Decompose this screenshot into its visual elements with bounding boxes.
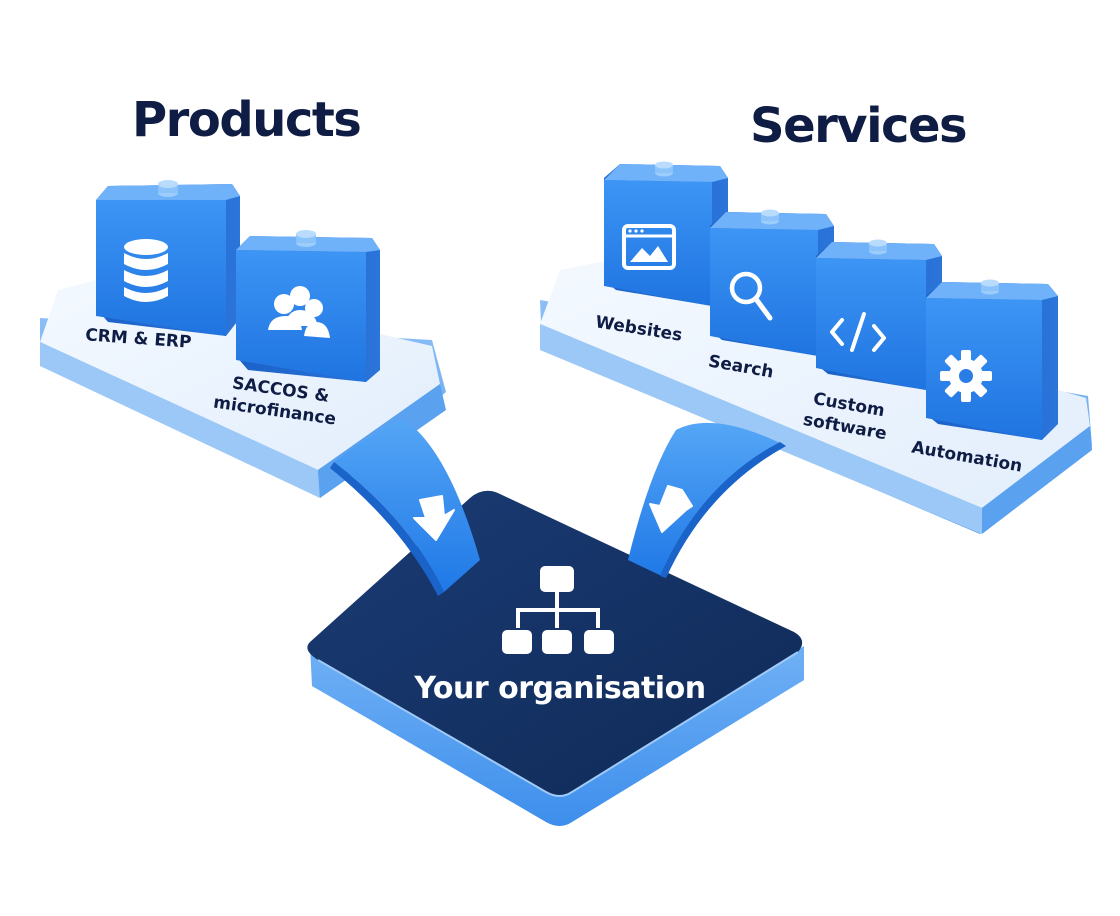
automation-cube [926, 279, 1058, 440]
crm-erp-cube [96, 180, 240, 336]
services-platform [540, 260, 1092, 534]
browser-window-icon [622, 224, 676, 270]
magnifier-icon [729, 271, 773, 321]
database-icon [124, 239, 168, 302]
services-heading: Services [750, 98, 968, 154]
gear-icon [940, 350, 992, 402]
saccos-cube [236, 230, 380, 382]
products-arrow [330, 418, 480, 596]
custom-software-cube [816, 239, 942, 390]
websites-cube [604, 161, 728, 306]
users-icon [268, 286, 330, 338]
search-cube [710, 209, 834, 356]
organisation-label: Your organisation [413, 671, 705, 706]
code-icon [830, 312, 886, 352]
products-arrow-down-icon [413, 495, 455, 541]
services-arrow-down-icon [649, 485, 693, 533]
organisation-platform [307, 490, 804, 826]
services-arrow [628, 422, 786, 578]
products-heading: Products [132, 92, 362, 148]
org-chart-icon [502, 566, 614, 654]
